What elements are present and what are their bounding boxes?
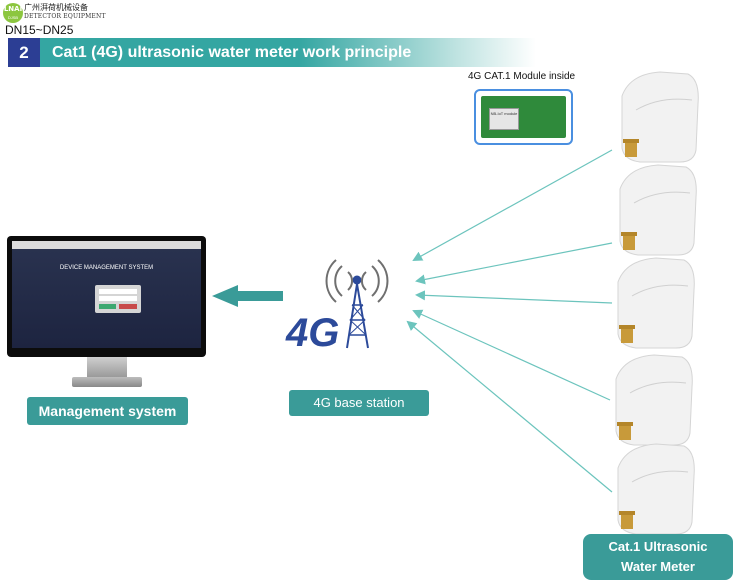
signal-arrow-1	[412, 149, 613, 261]
base-station-label: 4G base station	[289, 390, 429, 416]
radio-waves-icon	[325, 259, 389, 303]
company-name-cn: 广州湃荷机械设备	[24, 3, 88, 12]
cell-tower-icon	[346, 275, 369, 349]
module-label: 4G CAT.1 Module inside	[468, 71, 576, 82]
water-meter-label-line2: Water Meter	[621, 559, 695, 574]
screen-title: DEVICE MANAGEMENT SYSTEM	[59, 265, 154, 271]
login-username-field	[99, 289, 137, 294]
signal-arrow-4	[412, 309, 611, 401]
page-title: Cat1 (4G) ultrasonic water meter work pr…	[52, 44, 412, 61]
company-name-en: DETECTOR EQUIPMENT	[24, 13, 106, 20]
login-button	[99, 304, 116, 309]
module-chip: NB-IoT module	[489, 108, 519, 130]
title-band	[8, 38, 536, 67]
monitor-neck	[87, 357, 127, 377]
section-number: 2	[8, 38, 40, 67]
4g-logo-text: 4G	[285, 311, 339, 355]
logo-mark: LNAI	[3, 5, 23, 13]
login-password-field	[99, 296, 137, 301]
monitor-base	[72, 377, 142, 387]
reset-button	[119, 304, 137, 309]
water-meter-label-line1: Cat.1 Ultrasonic	[608, 539, 708, 554]
size-range: DN15~DN25	[5, 23, 74, 37]
browser-bar	[12, 241, 201, 249]
big-left-arrow	[212, 285, 283, 307]
management-system-label: Management system	[27, 397, 188, 425]
signal-arrow-5	[406, 320, 613, 493]
water-meter-label: Cat.1 Ultrasonic Water Meter	[583, 534, 733, 580]
logo-sub: DJSB	[7, 15, 19, 20]
company-logo-icon	[3, 3, 23, 23]
signal-arrow-2	[415, 242, 613, 285]
signal-arrow-3	[415, 290, 613, 304]
